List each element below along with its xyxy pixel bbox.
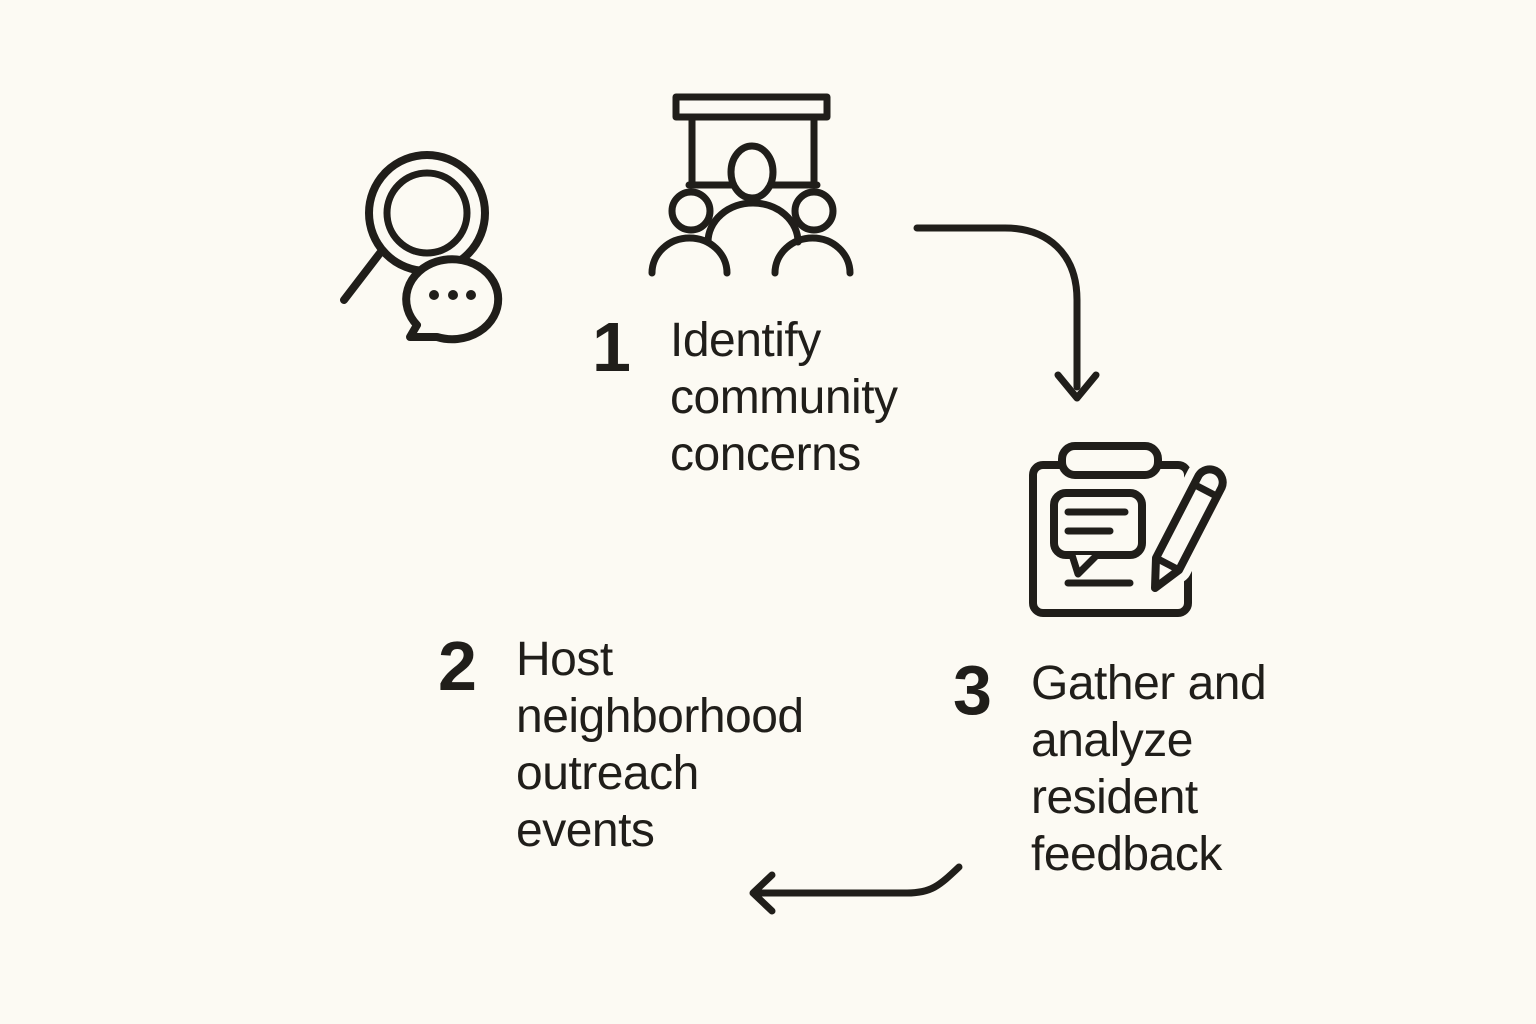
chat-dot bbox=[429, 290, 439, 300]
arrow-left-icon bbox=[749, 863, 963, 915]
magnifier-lens-inner bbox=[383, 169, 471, 257]
step-2-line-4: events bbox=[516, 804, 655, 857]
step-1-number: 1 bbox=[592, 308, 631, 386]
person-head-left bbox=[668, 188, 714, 234]
step-3-number: 3 bbox=[953, 651, 992, 729]
note-bubble-tail bbox=[1068, 551, 1101, 578]
step-1-line-2: community bbox=[670, 371, 898, 424]
clipboard-pencil-icon bbox=[1029, 442, 1235, 617]
step-3-line-1: Gather and bbox=[1031, 657, 1267, 710]
meeting-presentation-icon bbox=[648, 93, 854, 277]
magnifier-chat-icon bbox=[340, 151, 503, 344]
pencil-tip-joint bbox=[1152, 554, 1183, 574]
step-3-label: Gather and analyze resident feedback bbox=[1031, 655, 1267, 883]
pencil-eraser-joint bbox=[1190, 480, 1221, 500]
step-2-line-2: neighborhood bbox=[516, 690, 804, 743]
person-head-right bbox=[791, 188, 837, 234]
step-1-label: Identify community concerns bbox=[670, 312, 898, 483]
step-3-line-2: analyze bbox=[1031, 714, 1193, 767]
person-head-center bbox=[727, 142, 777, 202]
note-bubble bbox=[1050, 489, 1146, 559]
step-1-line-1: Identify bbox=[670, 314, 821, 367]
step-3-line-4: feedback bbox=[1031, 828, 1222, 881]
arrow-shaft bbox=[913, 224, 1081, 391]
step-2-label: Host neighborhood outreach events bbox=[516, 631, 804, 859]
step-1-line-3: concerns bbox=[670, 428, 861, 481]
step-2-line-3: outreach bbox=[516, 747, 699, 800]
pencil-body bbox=[1151, 465, 1227, 592]
step-2-line-1: Host bbox=[516, 633, 613, 686]
person-shoulders-left bbox=[648, 234, 731, 277]
chat-dot bbox=[448, 290, 458, 300]
step-2-number: 2 bbox=[438, 627, 477, 705]
screen-top-bar bbox=[672, 93, 831, 121]
person-shoulders-center bbox=[704, 199, 802, 246]
arrow-head-left bbox=[749, 871, 776, 915]
arrow-shaft bbox=[753, 863, 963, 897]
arrow-down-right-icon bbox=[913, 224, 1100, 402]
clipboard-clip bbox=[1058, 442, 1162, 479]
step-3-line-3: resident bbox=[1031, 771, 1198, 824]
arrow-head-down bbox=[1054, 371, 1100, 402]
chat-dot bbox=[466, 290, 476, 300]
person-shoulders-right bbox=[771, 234, 854, 277]
magnifier-handle bbox=[340, 249, 384, 304]
